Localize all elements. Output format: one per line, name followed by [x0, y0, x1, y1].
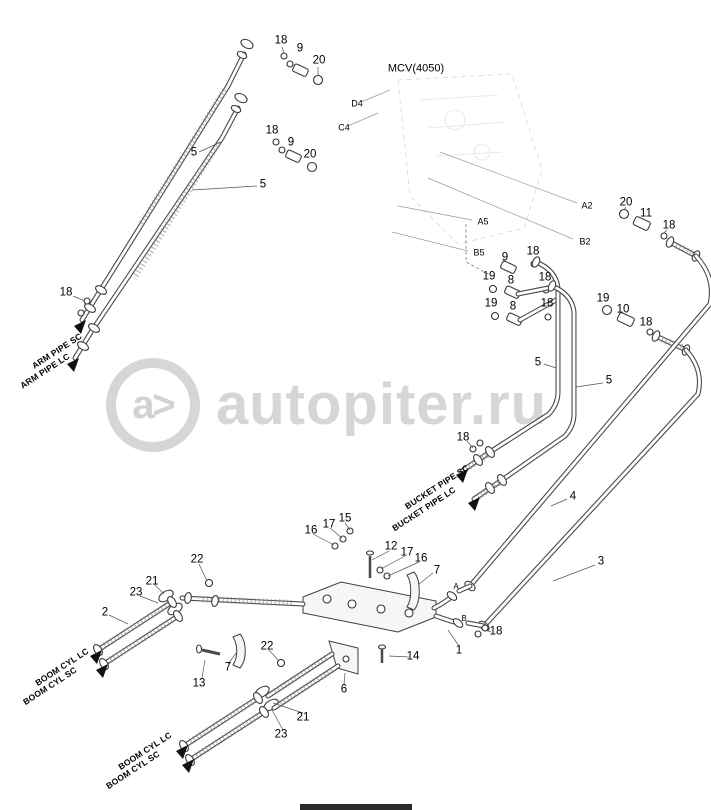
- boom-sc-arrow-1: [96, 664, 108, 678]
- mcv-sketch: [397, 73, 543, 245]
- watermark-logo-text: a>: [132, 383, 176, 427]
- arm-pipes: [67, 38, 254, 372]
- boom-hoses: [90, 592, 341, 773]
- boom-lc-arrow-1: [90, 650, 102, 664]
- boom-sc-arrow-2: [182, 759, 194, 773]
- manifold-assembly: [158, 527, 489, 712]
- bracket-7-right: [406, 571, 420, 611]
- fitting-group-top-2: [272, 138, 318, 173]
- leader-lines: [72, 141, 668, 731]
- hose-group-a2: [618, 208, 701, 262]
- bucket-lc-arrow: [468, 497, 480, 511]
- hose-group-b2: [601, 304, 691, 356]
- watermark-site-text: autopiter.ru: [216, 372, 548, 437]
- bottom-crop-bar: [300, 804, 412, 810]
- bucket-sc-arrow: [456, 469, 468, 483]
- bracket-7-left: [232, 633, 246, 669]
- long-pipes-3-4: [456, 253, 711, 632]
- boom-lc-arrow-2: [176, 745, 188, 759]
- arm-sc-arrow: [74, 320, 86, 334]
- fitting-group-top-1: [280, 46, 324, 86]
- construction-lines: [347, 89, 578, 277]
- arm-lc-arrow: [67, 358, 79, 372]
- watermark: a> autopiter.ru: [106, 358, 547, 452]
- bucket-pipes: [456, 256, 577, 511]
- watermark-logo-circle: a>: [106, 358, 200, 452]
